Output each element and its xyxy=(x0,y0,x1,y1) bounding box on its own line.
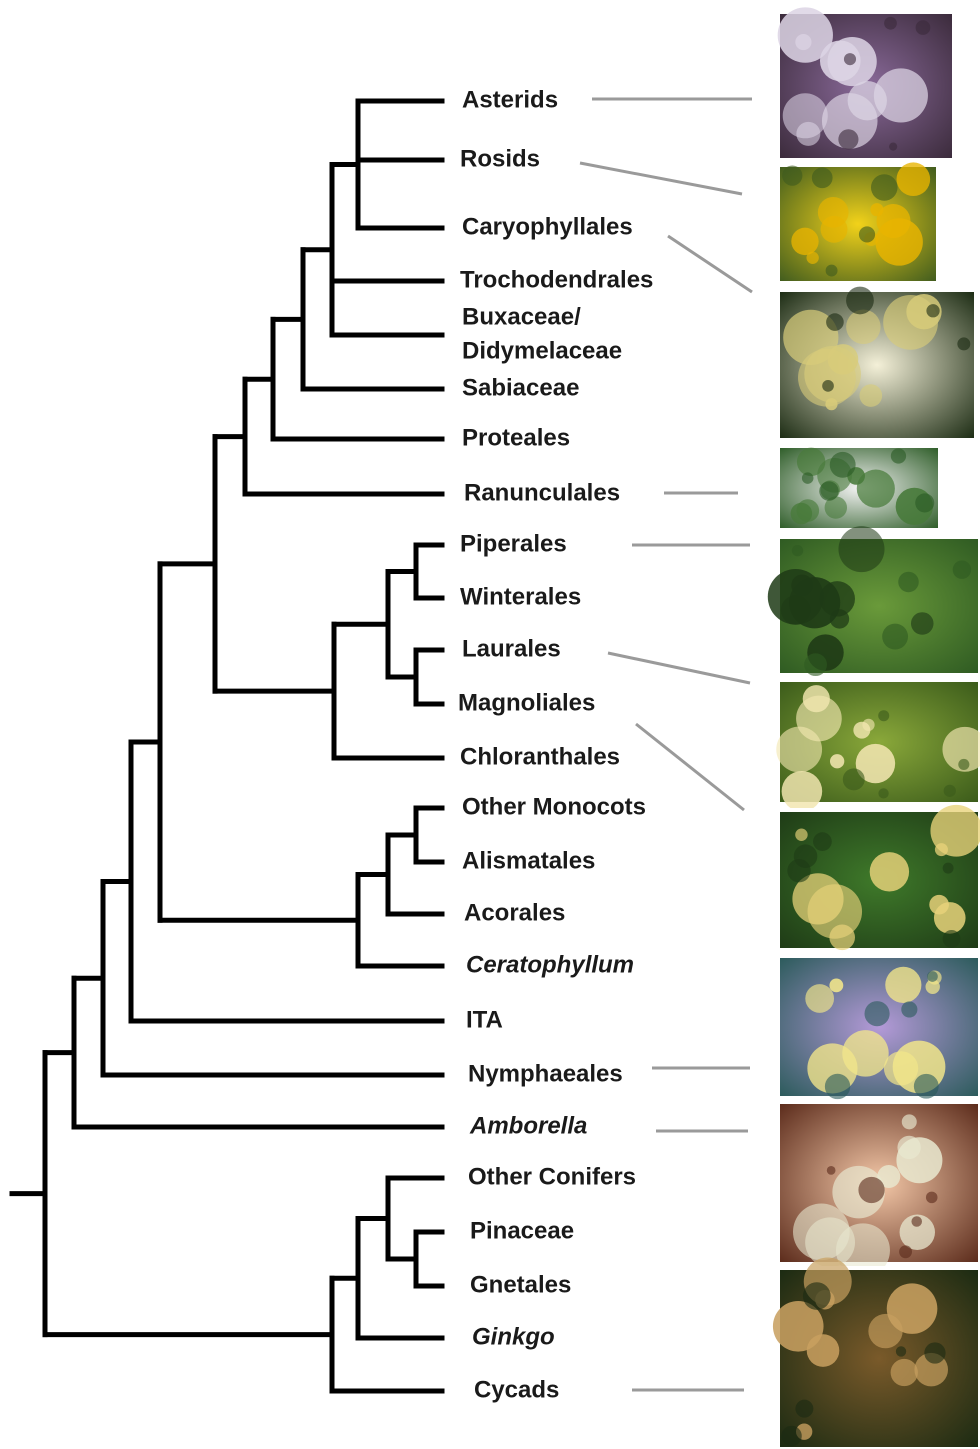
taxon-label-other-monocots: Other Monocots xyxy=(462,793,646,820)
taxon-labels: AsteridsRosidsCaryophyllalesTrochodendra… xyxy=(458,86,653,1403)
taxon-label-didymelaceae: Didymelaceae xyxy=(462,337,622,364)
photo-white-spiky-flower xyxy=(778,287,976,440)
photo-small-white-flowers-foliage xyxy=(778,446,940,530)
taxon-label-gnetales: Gnetales xyxy=(470,1271,571,1298)
leader-line-6 xyxy=(636,724,744,810)
taxon-label-proteales: Proteales xyxy=(462,424,570,451)
photo-purple-white-flowers xyxy=(778,7,954,160)
taxon-label-chloranthales: Chloranthales xyxy=(460,743,620,770)
taxon-label-asterids: Asterids xyxy=(462,86,558,113)
taxon-label-sabiaceae: Sabiaceae xyxy=(462,374,579,401)
taxon-label-ranunculales: Ranunculales xyxy=(464,479,620,506)
leader-line-5 xyxy=(608,653,750,683)
taxon-label-pinaceae: Pinaceae xyxy=(470,1217,574,1244)
photo-cycad-cone xyxy=(773,1257,980,1449)
taxon-label-nymphaeales: Nymphaeales xyxy=(468,1060,623,1087)
taxon-label-other-conifers: Other Conifers xyxy=(468,1163,636,1190)
photo-avocado-fruit xyxy=(776,680,980,812)
leader-line-1 xyxy=(580,163,742,194)
leader-line-2 xyxy=(668,236,752,292)
photo-yellow-flowers xyxy=(778,162,938,283)
taxon-label-amborella: Amborella xyxy=(469,1112,587,1139)
taxon-label-winterales: Winterales xyxy=(460,583,581,610)
taxon-label-alismatales: Alismatales xyxy=(462,847,595,874)
photo-strip xyxy=(768,7,980,1449)
taxon-label-caryophyllales: Caryophyllales xyxy=(462,213,633,240)
photo-tulip-tree-flower xyxy=(778,805,980,950)
taxon-label-acorales: Acorales xyxy=(464,899,565,926)
taxon-label-ginkgo: Ginkgo xyxy=(472,1323,555,1350)
taxon-label-trochodendrales: Trochodendrales xyxy=(460,266,653,293)
photo-green-grass-foliage xyxy=(768,526,980,676)
taxon-label-laurales: Laurales xyxy=(462,635,561,662)
taxon-label-ceratophyllum: Ceratophyllum xyxy=(466,951,634,978)
taxon-label-rosids: Rosids xyxy=(460,145,540,172)
taxon-label-piperales: Piperales xyxy=(460,530,567,557)
photo-water-lily xyxy=(778,956,980,1099)
taxon-label-ita: ITA xyxy=(466,1006,503,1033)
tree-branches xyxy=(12,101,442,1391)
taxon-label-buxaceae: Buxaceae/ xyxy=(462,303,581,330)
taxon-label-magnoliales: Magnoliales xyxy=(458,689,595,716)
taxon-label-cycads: Cycads xyxy=(474,1376,559,1403)
photo-peach-blossom xyxy=(778,1102,980,1277)
